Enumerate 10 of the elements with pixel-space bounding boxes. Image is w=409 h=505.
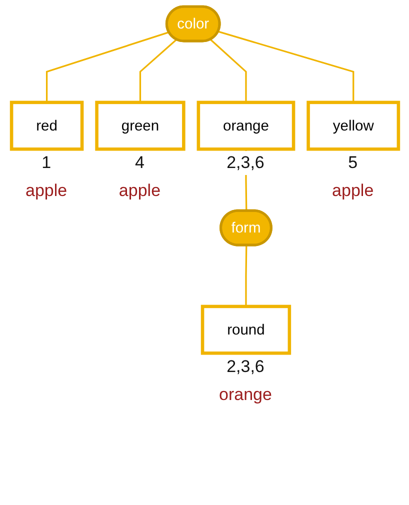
connector: [244, 245, 247, 306]
connector: [209, 38, 246, 102]
node-box: [200, 304, 291, 355]
connector: [138, 38, 177, 102]
node-box: [306, 100, 400, 151]
connector: [218, 30, 354, 102]
node-box: [196, 100, 295, 151]
connector: [45, 31, 169, 102]
node-box: [94, 100, 185, 151]
node-box: [9, 100, 84, 151]
